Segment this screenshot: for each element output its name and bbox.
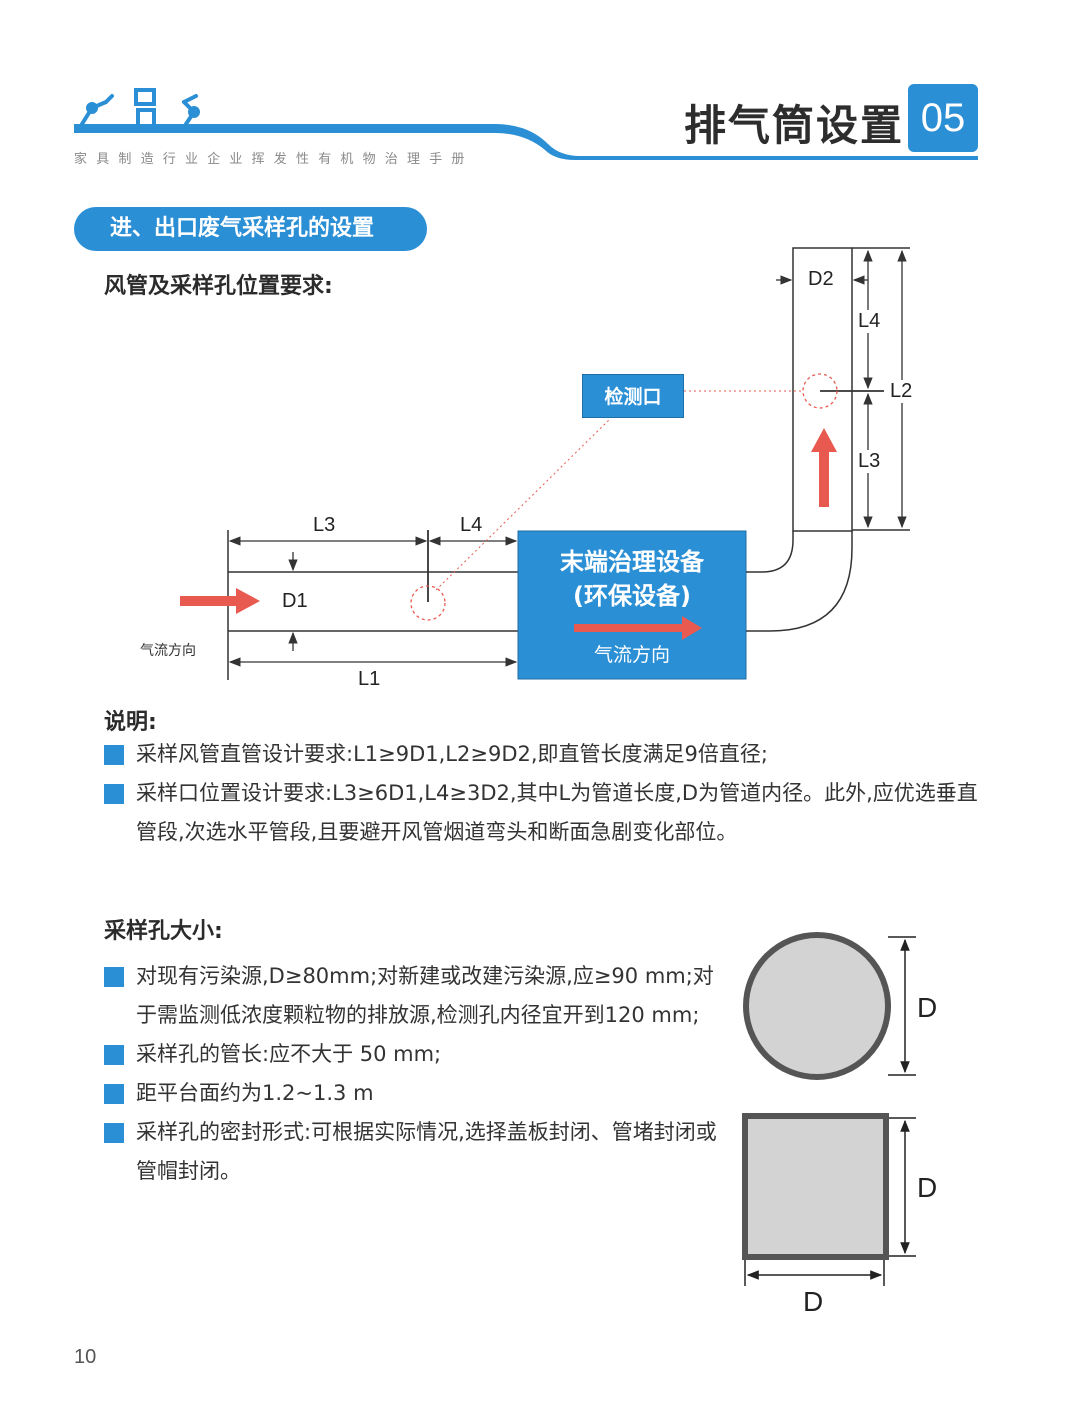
list-item: 采样风管直管设计要求:L1≥9D1,L2≥9D2,即直管长度满足9倍直径; bbox=[104, 735, 980, 774]
chair-icon bbox=[134, 88, 156, 124]
robot-arm-icon bbox=[80, 94, 114, 126]
list-item: 采样孔的密封形式:可根据实际情况,选择盖板封闭、管堵封闭或管帽封闭。 bbox=[104, 1113, 720, 1191]
equipment-flow-arrow bbox=[574, 616, 702, 640]
square-side-label: D bbox=[917, 1172, 938, 1203]
leader-line-horizontal bbox=[435, 418, 611, 591]
elbow-outer bbox=[746, 531, 853, 632]
notes-list: 采样风管直管设计要求:L1≥9D1,L2≥9D2,即直管长度满足9倍直径; 采样… bbox=[104, 735, 980, 852]
elbow-inner bbox=[746, 531, 794, 573]
hole-size-heading: 采样孔大小: bbox=[104, 919, 223, 944]
inflow-arrow bbox=[180, 588, 260, 614]
upflow-arrow bbox=[811, 428, 837, 507]
equipment-subtitle: (环保设备) bbox=[573, 582, 691, 610]
chapter-number: 05 bbox=[908, 84, 978, 152]
sample-hole-horizontal bbox=[410, 585, 446, 621]
bullet-square-icon bbox=[104, 1123, 124, 1143]
notes-heading: 说明: bbox=[104, 710, 157, 735]
detection-port-label: 检测口 bbox=[582, 374, 684, 418]
equipment-title: 末端治理设备 bbox=[560, 548, 704, 576]
d2-label: D2 bbox=[808, 268, 834, 290]
square-bottom-label: D bbox=[803, 1286, 824, 1317]
l3-label: L3 bbox=[313, 514, 336, 536]
manual-subtitle: 家具制造行业企业挥发性有机物治理手册 bbox=[74, 152, 474, 167]
bullet-square-icon bbox=[104, 967, 124, 987]
hole-size-list: 对现有污染源,D≥80mm;对新建或改建污染源,应≥90 mm;对于需监测低浓度… bbox=[104, 957, 720, 1191]
duct-diagram bbox=[180, 247, 910, 680]
list-item: 采样孔的管长:应不大于 50 mm; bbox=[104, 1035, 720, 1074]
bullet-square-icon bbox=[104, 784, 124, 804]
l2-label: L2 bbox=[890, 380, 913, 403]
l4-vertical-label: L4 bbox=[858, 310, 881, 333]
robot-arm-icon bbox=[182, 94, 200, 126]
list-item: 距平台面约为1.2~1.3 m bbox=[104, 1074, 720, 1113]
sample-hole-vertical bbox=[802, 373, 838, 409]
page-title: 排气筒设置 bbox=[684, 101, 905, 150]
bullet-square-icon bbox=[104, 1084, 124, 1104]
list-item: 对现有污染源,D≥80mm;对新建或改建污染源,应≥90 mm;对于需监测低浓度… bbox=[104, 957, 720, 1035]
bullet-square-icon bbox=[104, 745, 124, 765]
section-title: 进、出口废气采样孔的设置 bbox=[74, 207, 427, 251]
round-hole-shape bbox=[743, 932, 891, 1080]
list-item: 采样口位置设计要求:L3≥6D1,L4≥3D2,其中L为管道长度,D为管道内径。… bbox=[104, 774, 980, 852]
page-number: 10 bbox=[74, 1346, 97, 1368]
equipment-flow-label: 气流方向 bbox=[593, 644, 670, 666]
d1-label: D1 bbox=[282, 590, 308, 612]
l1-label: L1 bbox=[358, 668, 381, 690]
duct-requirements-heading: 风管及采样孔位置要求: bbox=[104, 274, 333, 299]
l4-label: L4 bbox=[460, 514, 483, 536]
equipment-box bbox=[517, 530, 747, 680]
circle-d-label: D bbox=[917, 992, 938, 1023]
header-decoration bbox=[74, 88, 978, 160]
header-swoosh bbox=[74, 124, 978, 160]
square-hole-shape bbox=[742, 1113, 889, 1260]
bullet-square-icon bbox=[104, 1045, 124, 1065]
flow-direction-label: 气流方向 bbox=[140, 643, 196, 659]
l3-vertical-label: L3 bbox=[858, 450, 881, 473]
